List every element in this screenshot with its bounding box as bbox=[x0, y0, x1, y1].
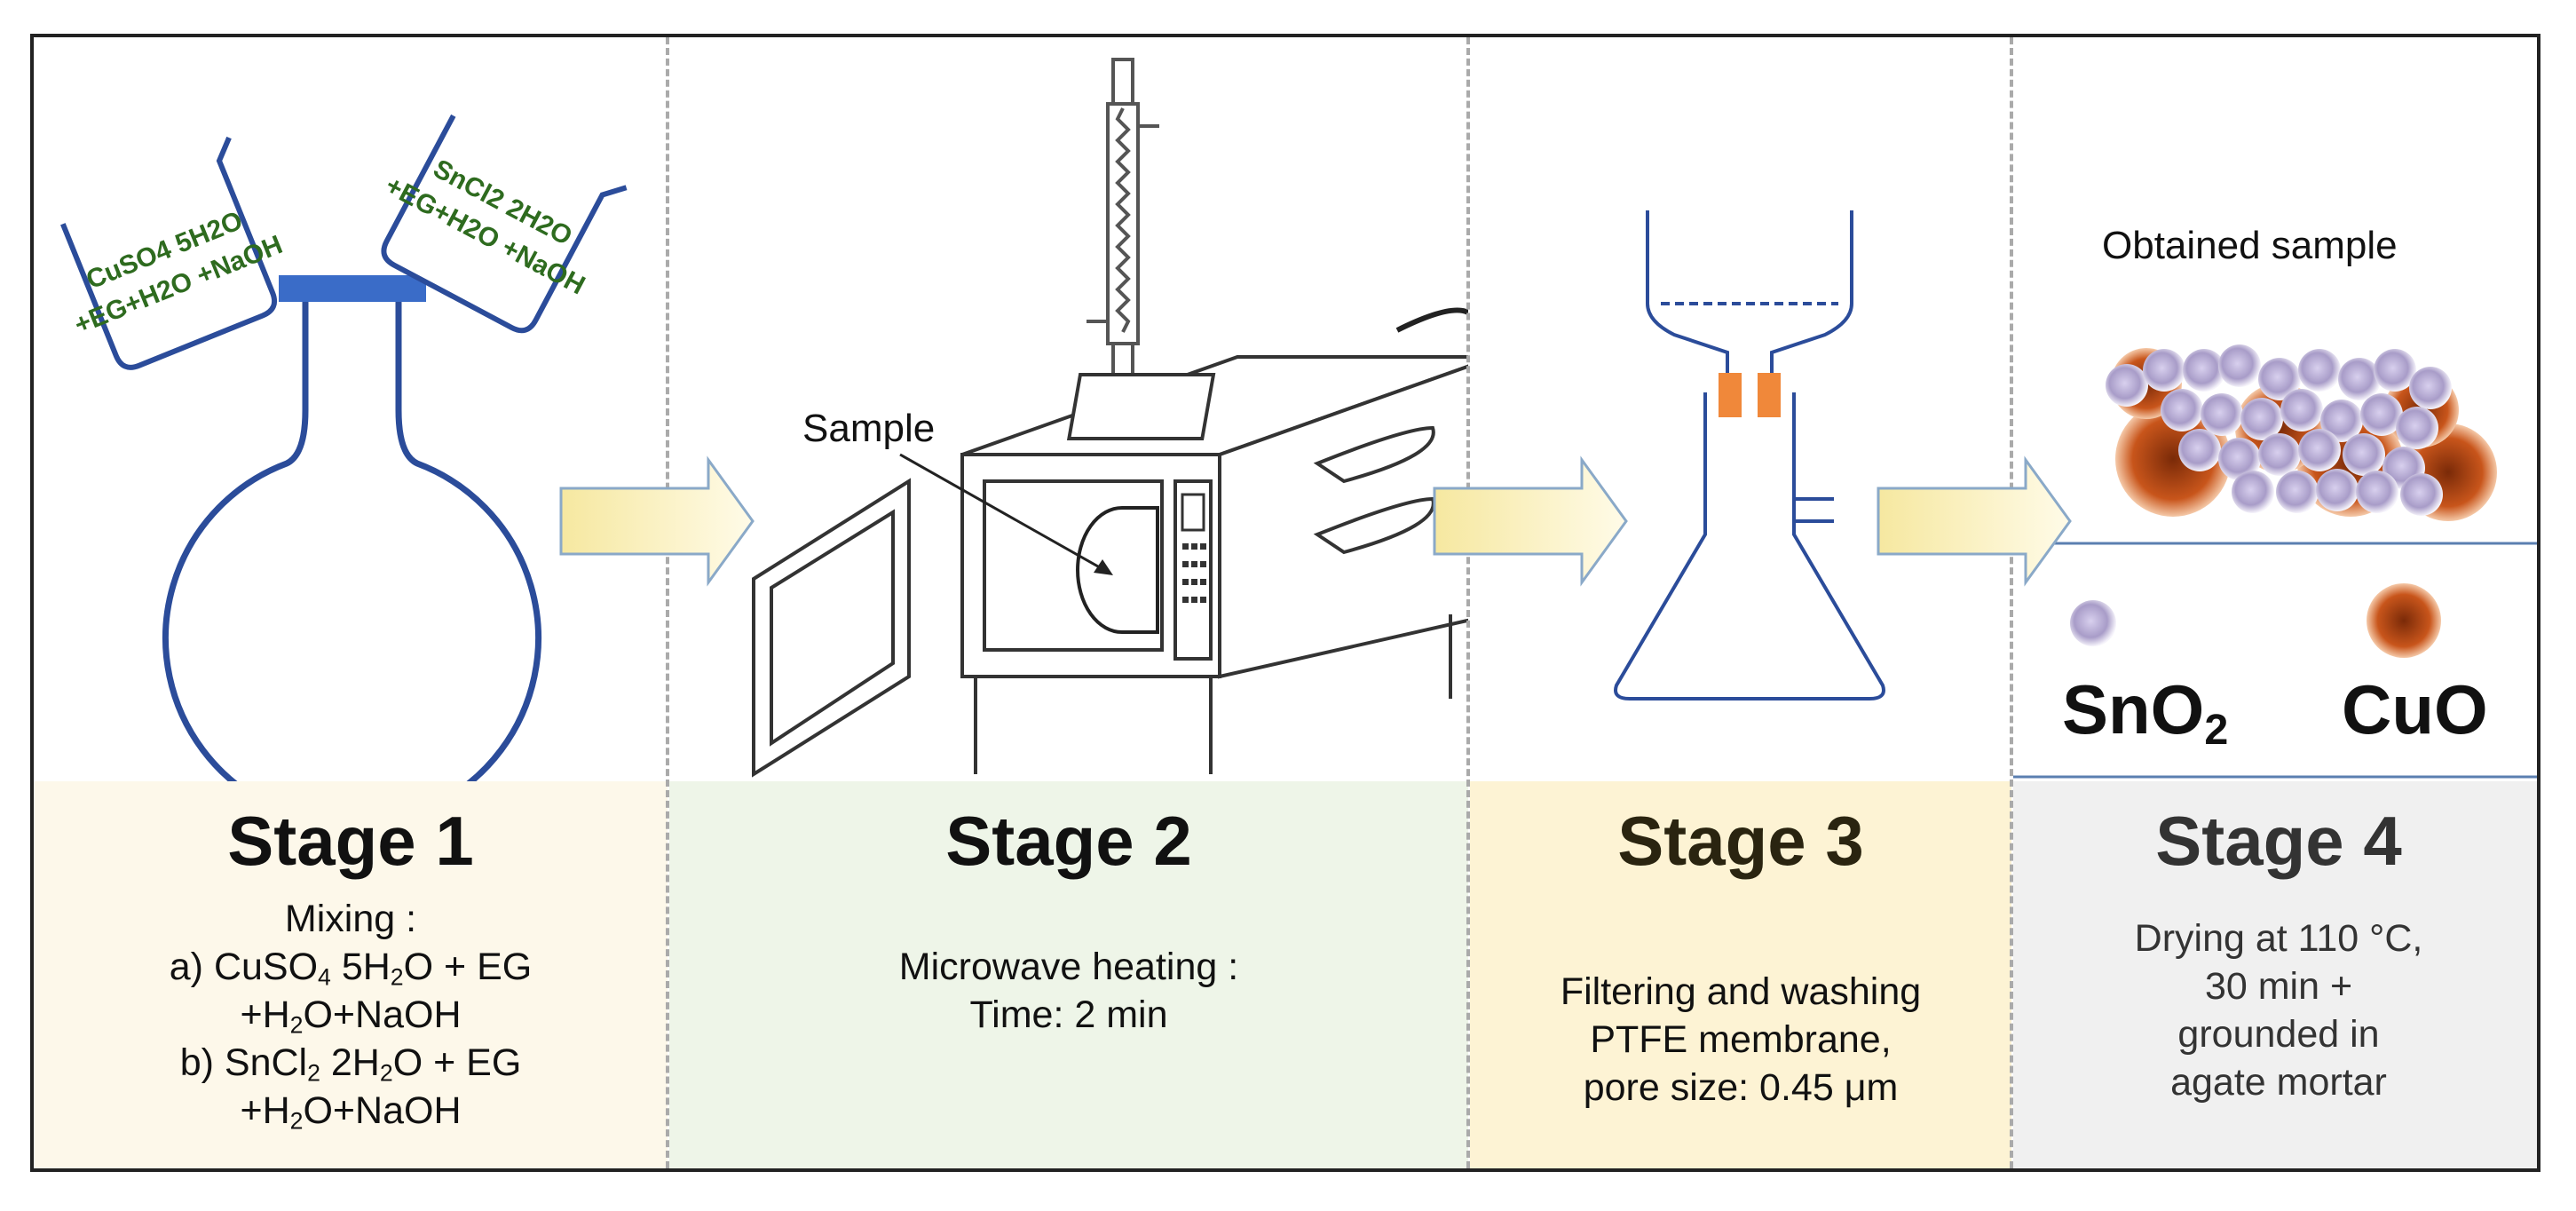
stage-2-text-box: Stage 2 Microwave heating : Time: 2 min bbox=[669, 781, 1468, 1168]
stage-4-desc-line: Drying at 110 °C, bbox=[2134, 917, 2423, 960]
stage-2-desc-line: Time: 2 min bbox=[969, 993, 1168, 1036]
stage-4-panel: Obtained sample bbox=[2013, 37, 2537, 1168]
stage-4-text-box: Stage 4 Drying at 110 °C, 30 min + groun… bbox=[2013, 781, 2537, 1168]
obtained-sample-label: Obtained sample bbox=[2102, 224, 2398, 267]
stage-1-text-box: Stage 1 Mixing : a) CuSO4 5H2O + EG +H2O… bbox=[34, 781, 668, 1168]
stage-3-description: Filtering and washing PTFE membrane, por… bbox=[1470, 968, 2011, 1112]
stage-1-desc-line: b) SnCl2 2H2O + EG bbox=[179, 1041, 522, 1087]
stage-4-description: Drying at 110 °C, 30 min + grounded in a… bbox=[2013, 914, 2537, 1106]
erlenmeyer-flask bbox=[1614, 392, 1885, 700]
microwave-door bbox=[752, 478, 911, 778]
cuo-legend-particle bbox=[2367, 583, 2441, 658]
stage-1-desc-line: a) CuSO4 5H2O + EG bbox=[169, 946, 533, 991]
stage-3-desc-line: pore size: 0.45 μm bbox=[1583, 1066, 1899, 1109]
seal-left bbox=[1719, 373, 1742, 417]
separator bbox=[1466, 37, 1470, 1168]
sample-dish bbox=[1076, 506, 1159, 634]
stage-1-desc-line: +H2O+NaOH bbox=[240, 993, 462, 1039]
sample-particles bbox=[2013, 344, 2537, 779]
flask-illustration: CuSO4 5H2O +EG+H2O +NaOH SnCl2 2H2O +EG+… bbox=[60, 114, 628, 781]
stage-3-desc-line: Filtering and washing bbox=[1560, 970, 1922, 1013]
beaker-right: SnCl2 2H2O +EG+H2O +NaOH bbox=[381, 114, 628, 334]
stage-3-panel: Stage 3 Filtering and washing PTFE membr… bbox=[1470, 37, 2011, 1168]
process-diagram: CuSO4 5H2O +EG+H2O +NaOH SnCl2 2H2O +EG+… bbox=[30, 34, 2540, 1172]
stage-4-desc-line: grounded in bbox=[2177, 1013, 2380, 1056]
stage-1-desc-line: +H2O+NaOH bbox=[240, 1089, 462, 1135]
microwave-body bbox=[960, 355, 1468, 774]
stage-1-desc-line: Mixing : bbox=[284, 898, 417, 940]
reflux-condenser bbox=[1087, 58, 1159, 385]
beaker-left: CuSO4 5H2O +EG+H2O +NaOH bbox=[60, 136, 287, 370]
separator bbox=[666, 37, 669, 1168]
round-bottom-flask bbox=[162, 293, 541, 781]
flask-stopper bbox=[279, 275, 426, 302]
sample-pointer bbox=[899, 453, 1105, 572]
seal-right bbox=[1758, 373, 1781, 417]
stage-3-title: Stage 3 bbox=[1617, 802, 1864, 880]
stage-1-description: Mixing : a) CuSO4 5H2O + EG +H2O+NaOH b)… bbox=[34, 895, 668, 1135]
stage-2-description: Microwave heating : Time: 2 min bbox=[669, 943, 1468, 1039]
stage-1-panel: CuSO4 5H2O +EG+H2O +NaOH SnCl2 2H2O +EG+… bbox=[34, 37, 668, 1168]
cuo-legend-label: CuO bbox=[2342, 670, 2488, 748]
separator bbox=[2010, 37, 2013, 1168]
buchner-funnel bbox=[1646, 210, 1853, 410]
microwave-keypad bbox=[1181, 493, 1206, 603]
sno2-legend-label: SnO2 bbox=[2062, 670, 2229, 755]
sno2-particles bbox=[2106, 344, 2452, 516]
sample-label: Sample bbox=[802, 407, 935, 450]
stage-1-title: Stage 1 bbox=[227, 802, 474, 880]
stage-4-desc-line: agate mortar bbox=[2170, 1061, 2387, 1104]
filtration-illustration bbox=[1614, 210, 1885, 700]
stage-2-panel: Sample Stage 2 Microwave heating : Time:… bbox=[669, 37, 1468, 1168]
stage-4-desc-line: 30 min + bbox=[2204, 965, 2353, 1008]
stage-2-desc-line: Microwave heating : bbox=[898, 946, 1239, 988]
microwave-illustration: Sample bbox=[752, 58, 1468, 778]
stage-4-title: Stage 4 bbox=[2155, 802, 2402, 880]
sno2-legend-particle bbox=[2070, 600, 2116, 646]
stage-2-title: Stage 2 bbox=[945, 802, 1192, 880]
stage-3-text-box: Stage 3 Filtering and washing PTFE membr… bbox=[1470, 781, 2011, 1168]
stage-3-desc-line: PTFE membrane, bbox=[1590, 1018, 1892, 1061]
